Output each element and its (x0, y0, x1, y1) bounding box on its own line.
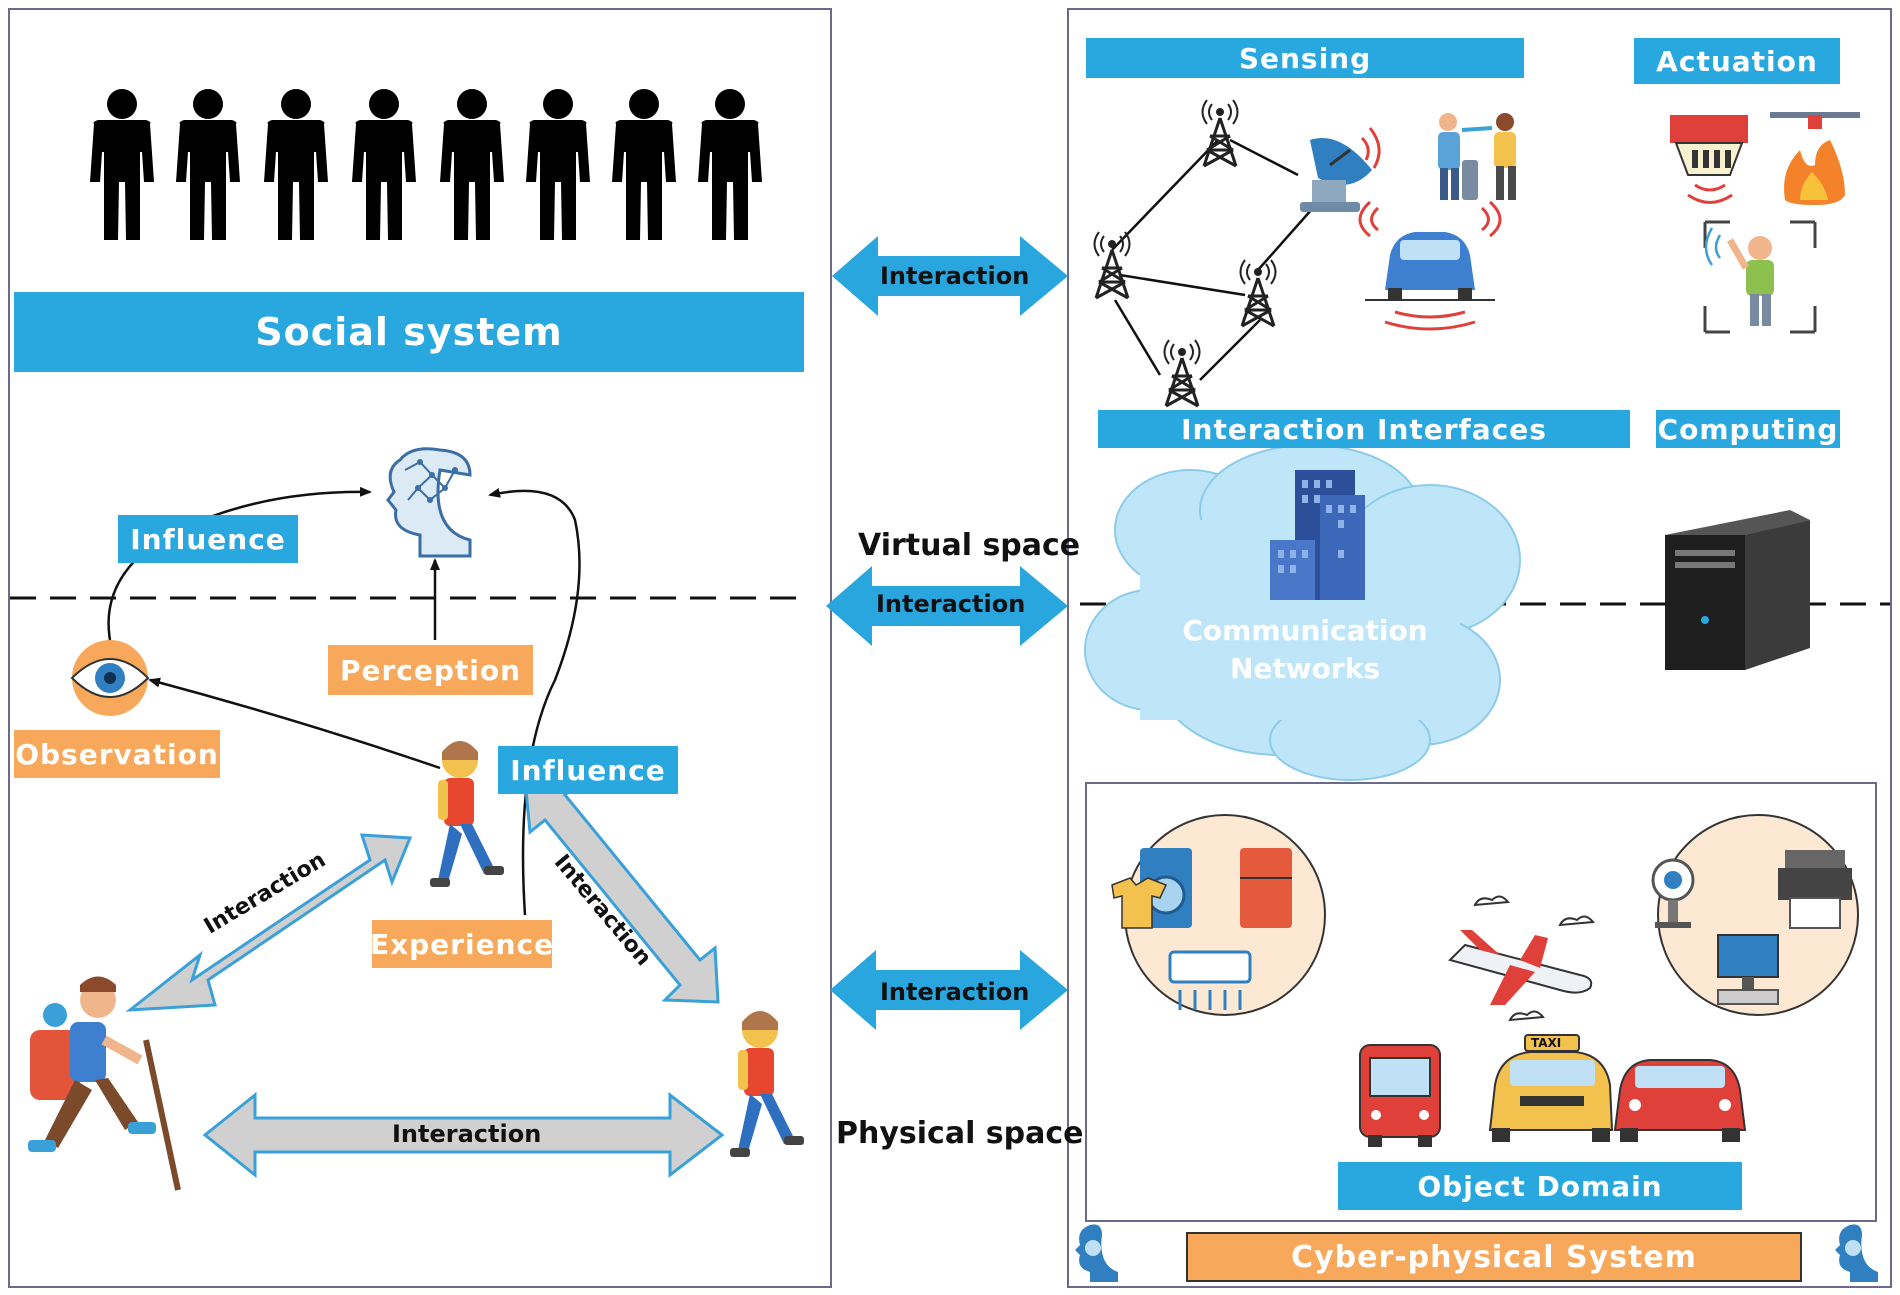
sensing-banner: Sensing (1086, 38, 1524, 78)
influence-label-mid: Influence (498, 746, 678, 794)
ai-head-icon-left (1075, 1224, 1118, 1282)
perception-label: Perception (328, 645, 533, 695)
walking-person-right-icon (730, 1011, 804, 1157)
interaction-label-bottom: Interaction (392, 1120, 542, 1148)
interaction-label-low: Interaction (880, 978, 1030, 1006)
influence-label-top: Influence (118, 515, 298, 563)
experience-label: Experience (370, 920, 553, 968)
ai-head-icon-right (1835, 1224, 1878, 1282)
building-icon (1270, 470, 1365, 600)
cyber-physical-system-banner: Cyber-physical System (1186, 1232, 1802, 1282)
observation-label: Observation (14, 730, 220, 778)
interaction-label-top: Interaction (880, 262, 1030, 290)
red-car-icon (1613, 1059, 1747, 1142)
hiker-icon (28, 976, 181, 1191)
blue-arrow-low (830, 950, 1068, 1030)
gray-arrow-diag-right (523, 778, 720, 1004)
physical-space-label: Physical space (836, 1116, 1084, 1151)
airplane-icon (1448, 895, 1595, 1022)
communication-networks-line2: Networks (1229, 652, 1380, 685)
office-devices-group-icon (1651, 814, 1859, 1016)
travelers-icon (1438, 113, 1516, 200)
walking-person-center-icon (430, 741, 504, 887)
communication-networks-label: Communication Networks (1170, 612, 1440, 688)
taxi-sign-label: TAXI (1531, 1036, 1562, 1050)
home-appliances-group-icon (1111, 814, 1326, 1016)
crowd-icon (90, 89, 762, 240)
actuation-banner: Actuation (1634, 38, 1840, 84)
eye-icon (70, 640, 150, 716)
cell-tower-network-icon (1093, 98, 1321, 408)
brain-head-icon (386, 447, 472, 558)
interaction-interfaces-banner: Interaction Interfaces (1098, 410, 1630, 448)
communication-networks-line1: Communication (1182, 614, 1428, 647)
satellite-dish-icon (1300, 127, 1381, 212)
interaction-label-mid: Interaction (876, 590, 1026, 618)
car-sensing-icon (1358, 200, 1502, 331)
virtual-space-label: Virtual space (858, 528, 1081, 563)
gray-arrow-bottom (202, 1091, 725, 1179)
blue-arrow-mid (826, 566, 1068, 646)
social-system-banner: Social system (14, 292, 804, 372)
gesture-recognition-icon (1703, 220, 1817, 334)
computing-banner: Computing (1656, 410, 1840, 448)
blue-arrow-top (832, 236, 1068, 316)
fire-alarm-icon (1670, 115, 1748, 204)
server-tower-icon (1665, 510, 1810, 670)
gray-arrow-diag-left (125, 833, 413, 1012)
object-domain-banner: Object Domain (1338, 1162, 1742, 1210)
sprinkler-fire-icon (1770, 112, 1860, 205)
taxi-icon (1488, 1034, 1614, 1142)
bus-icon (1359, 1044, 1441, 1147)
